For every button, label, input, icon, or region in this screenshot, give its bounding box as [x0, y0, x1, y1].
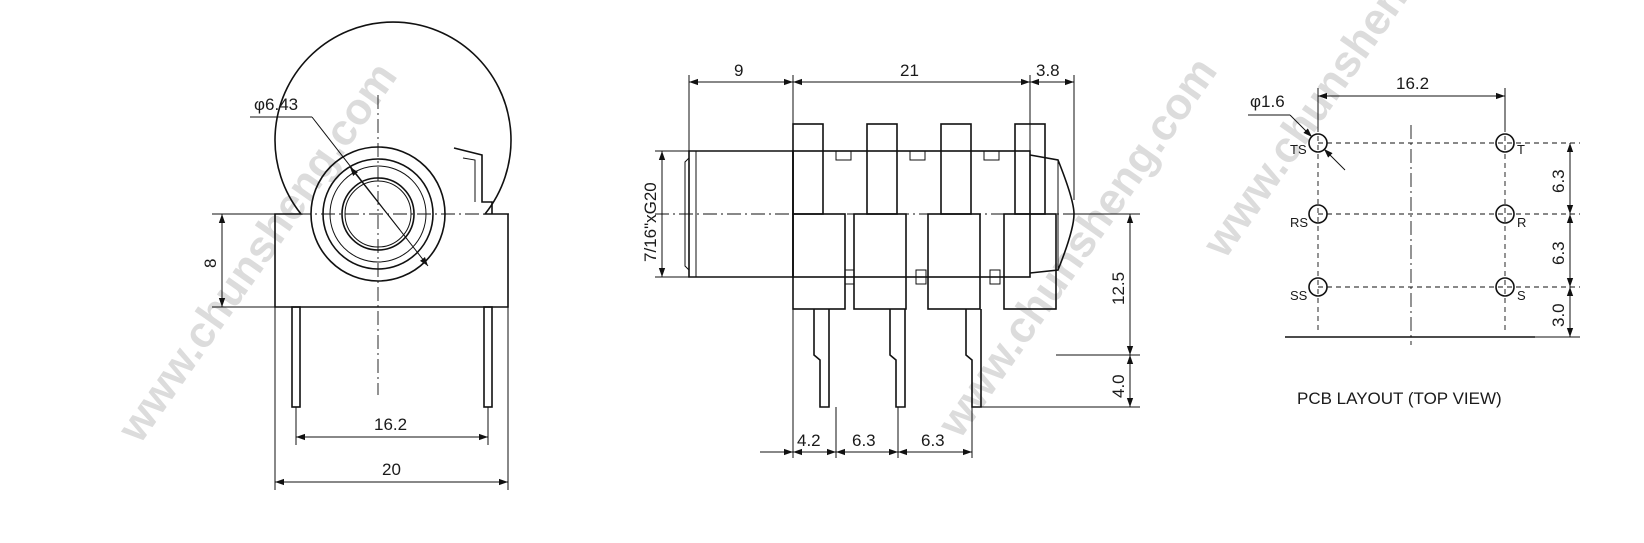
side-bottom-dim-1: 4.2 — [797, 431, 821, 450]
side-view: 9 21 3.8 7/16"xG20 12.5 4.0 4.2 6.3 6.3 — [641, 61, 1140, 458]
side-bottom-dim-2: 6.3 — [852, 431, 876, 450]
side-bottom-dim-3: 6.3 — [921, 431, 945, 450]
front-view: φ6.43 8 16.2 20 — [201, 21, 512, 490]
hole-ts — [1308, 133, 1328, 153]
pin-label-s: S — [1517, 288, 1526, 303]
hole-t — [1495, 133, 1515, 153]
pcb-pitch-label: 16.2 — [1396, 74, 1429, 93]
side-top-dim-3: 3.8 — [1036, 61, 1060, 80]
front-width-label: 20 — [382, 460, 401, 479]
pcb-hole-diameter-label: φ1.6 — [1250, 92, 1285, 111]
pin-label-ss: SS — [1290, 288, 1308, 303]
side-right-dim-1: 12.5 — [1109, 272, 1128, 305]
watermarks: www.chunsheng.com www.chunsheng.com www.… — [107, 0, 1491, 452]
pin-label-r: R — [1517, 215, 1526, 230]
pin-label-rs: RS — [1290, 215, 1308, 230]
front-height-label: 8 — [201, 259, 220, 268]
pcb-layout: φ1.6 16.2 TS RS SS T R S 6.3 6.3 3.0 PCB… — [1248, 74, 1580, 408]
pcb-right-dim-3: 3.0 — [1549, 303, 1568, 327]
side-top-dim-1: 9 — [734, 61, 743, 80]
hole-s — [1495, 277, 1515, 297]
front-diameter-label: φ6.43 — [254, 95, 298, 114]
pcb-right-dim-2: 6.3 — [1549, 241, 1568, 265]
pcb-right-dim-1: 6.3 — [1549, 169, 1568, 193]
hole-r — [1495, 204, 1515, 224]
side-top-dim-2: 21 — [900, 61, 919, 80]
pcb-caption: PCB LAYOUT (TOP VIEW) — [1297, 389, 1502, 408]
pin-label-t: T — [1517, 142, 1525, 157]
side-thread-label: 7/16"xG20 — [641, 182, 660, 262]
pin-label-ts: TS — [1290, 142, 1307, 157]
front-pin-pitch-label: 16.2 — [374, 415, 407, 434]
hole-rs — [1308, 204, 1328, 224]
watermark-3: www.chunsheng.com — [1192, 0, 1491, 267]
side-right-dim-2: 4.0 — [1109, 374, 1128, 398]
hole-ss — [1308, 277, 1328, 297]
